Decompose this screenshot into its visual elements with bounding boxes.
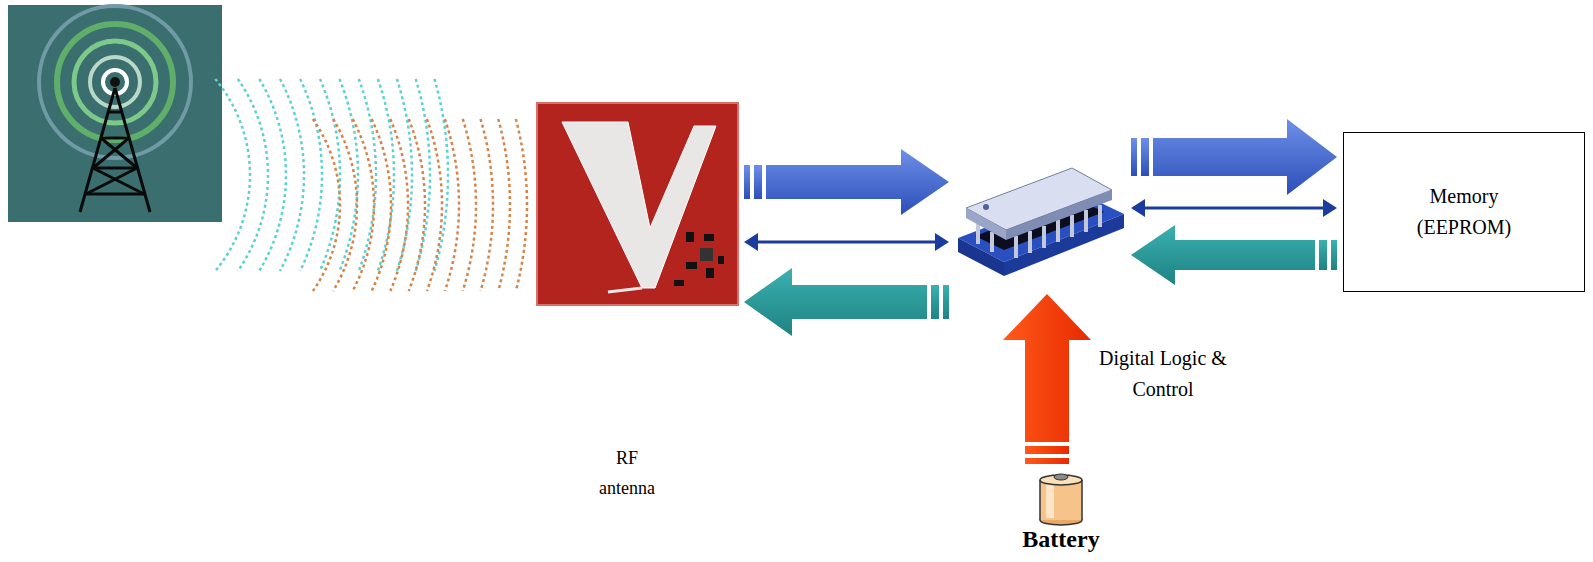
feed-trace xyxy=(608,288,642,292)
board-component xyxy=(674,280,684,286)
chip-side xyxy=(1006,190,1112,240)
radio-waves xyxy=(215,79,527,291)
battery-edge xyxy=(1081,480,1083,520)
wave-arc xyxy=(333,119,357,291)
data-flow-arrow xyxy=(1131,225,1337,285)
wave-arc xyxy=(427,119,442,291)
arrow-tail-stripe xyxy=(1331,240,1337,270)
arrow-tail-stripe xyxy=(1025,446,1069,454)
tower-tip xyxy=(110,77,120,87)
wave-arc xyxy=(481,119,493,291)
node-label: Digital Logic & Control xyxy=(1098,343,1228,405)
arrow-tail-stripe xyxy=(931,285,939,319)
memory-box: Memory (EEPROM) xyxy=(1343,132,1585,292)
chip-illustration xyxy=(958,168,1124,276)
wave-arc xyxy=(359,79,376,271)
board-component xyxy=(706,268,714,278)
board-component xyxy=(686,262,697,269)
wave-arc xyxy=(300,79,322,271)
wave-arc xyxy=(416,79,430,271)
wave-set xyxy=(313,119,527,291)
wave-arc xyxy=(516,119,527,291)
battery-icon xyxy=(1040,474,1082,525)
arrow-body xyxy=(1003,294,1091,442)
arrow-body xyxy=(766,149,949,215)
node-label: RF antenna xyxy=(587,443,667,503)
wave-set xyxy=(215,79,448,271)
wave-arc xyxy=(372,119,391,291)
pin-one-dot xyxy=(983,204,989,210)
wave-arc xyxy=(215,79,250,271)
data-flow-arrow xyxy=(744,149,949,215)
battery-top xyxy=(1040,475,1082,485)
data-flow-arrow xyxy=(744,268,949,336)
signal-ring xyxy=(57,24,173,140)
board-component xyxy=(704,234,714,241)
wave-arc xyxy=(498,119,510,291)
battery-terminal xyxy=(1054,474,1068,480)
antenna-board xyxy=(537,103,738,305)
signal-ring xyxy=(74,41,156,123)
battery-shine xyxy=(1046,482,1054,518)
wave-arc xyxy=(259,79,286,271)
node-label: Battery xyxy=(991,524,1131,554)
logic-chip: Digital Logic & Control xyxy=(955,160,1125,288)
link-arrow xyxy=(1131,199,1337,217)
arrow-tail-stripe xyxy=(754,165,762,199)
battery-edge xyxy=(1039,480,1041,520)
arrow-tail-stripe xyxy=(943,285,949,319)
signal-ring xyxy=(90,57,140,107)
board-component xyxy=(686,232,694,242)
antenna-part: RF antenna xyxy=(537,103,738,305)
arrow-shaft xyxy=(1143,207,1325,210)
data-flow-arrow xyxy=(1003,294,1091,464)
antenna-trace xyxy=(562,122,716,288)
arrow-tail-stripe xyxy=(1131,138,1137,176)
battery-body xyxy=(1040,480,1082,520)
signal-ring xyxy=(39,6,191,158)
arrow-head xyxy=(1131,199,1145,217)
wave-arc xyxy=(238,79,268,271)
arrow-tail-stripe xyxy=(1025,458,1069,464)
wave-arc xyxy=(409,119,425,291)
wave-arc xyxy=(353,119,374,291)
link-arrow xyxy=(744,233,949,251)
icon-ground xyxy=(8,5,222,222)
arrow-tail-stripe xyxy=(1319,240,1327,270)
board-component xyxy=(718,256,724,264)
chip-side xyxy=(966,208,1006,240)
tower-icon xyxy=(8,5,222,222)
node-label: Memory (EEPROM) xyxy=(1404,181,1524,243)
arrow-shaft xyxy=(756,241,937,244)
wave-arc xyxy=(463,119,476,291)
wave-arc xyxy=(390,119,408,291)
wave-arc xyxy=(313,119,340,291)
arrow-body xyxy=(1131,225,1315,285)
data-flow-arrow xyxy=(1131,119,1337,195)
wave-arc xyxy=(445,119,459,291)
arrow-head xyxy=(744,233,758,251)
arrow-body xyxy=(744,268,927,336)
arrow-tail-stripe xyxy=(744,165,750,199)
arrow-head xyxy=(1323,199,1337,217)
tower-lattice xyxy=(80,88,150,212)
arrow-body xyxy=(1153,119,1337,195)
arrow-tail-stripe xyxy=(1141,138,1149,176)
wave-arc xyxy=(378,79,394,271)
wave-arc xyxy=(434,79,448,271)
battery-part: Battery xyxy=(1035,470,1087,522)
circuit-board xyxy=(537,103,738,305)
wave-arc xyxy=(397,79,412,271)
board-component xyxy=(700,248,713,261)
wave-arc xyxy=(280,79,304,271)
arrow-head xyxy=(935,233,949,251)
